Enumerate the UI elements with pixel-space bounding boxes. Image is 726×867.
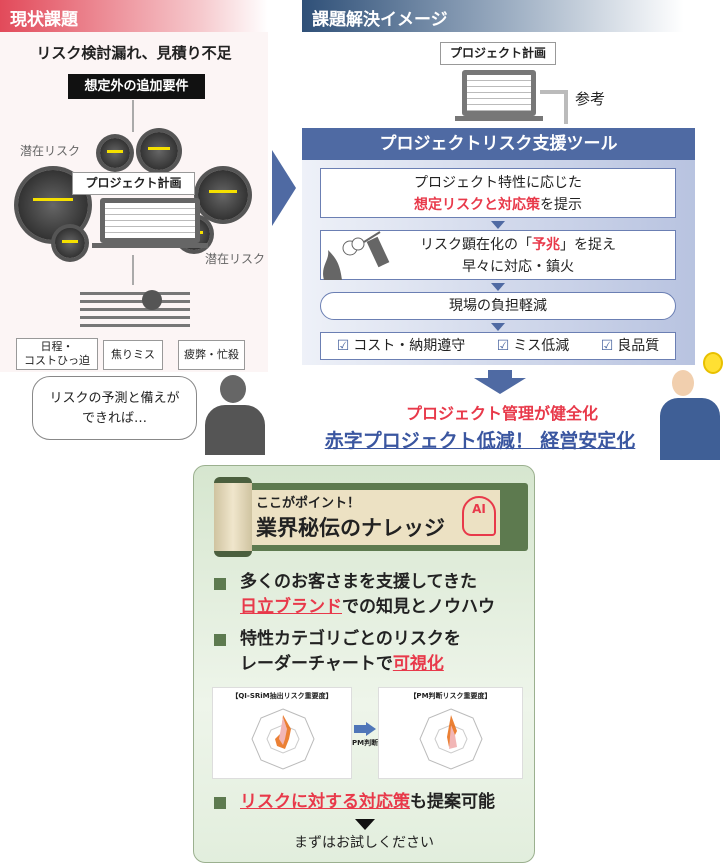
- arrow-down: [132, 100, 134, 132]
- radar-chart-pm: 【PM判断リスク重要度】: [378, 687, 523, 779]
- benefit-label: 良品質: [617, 338, 660, 354]
- benefit-label: コスト・納期遵守: [353, 338, 466, 354]
- scroll-paper: [240, 490, 500, 545]
- point-text: 多くのお客さまを支援してきた: [240, 572, 477, 592]
- worried-man-icon: [205, 405, 265, 455]
- arrow-down-icon: [491, 323, 505, 331]
- point-title: 業界秘伝のナレッジ: [256, 516, 445, 540]
- risk-monster-icon: [55, 228, 85, 258]
- speech-bubble: リスクの予測と備えができれば…: [32, 376, 197, 440]
- checkbox-icon: ☑: [336, 338, 350, 354]
- chart-title: 【PM判断リスク重要度】: [409, 692, 492, 700]
- bubble-line: できれば…: [81, 411, 147, 426]
- benefit-item: ☑コスト・納期遵守: [337, 333, 466, 359]
- ai-label: AI: [472, 502, 486, 516]
- confident-man-head-icon: [672, 370, 694, 396]
- point-text: レーダーチャートで: [240, 654, 393, 674]
- project-plan-label: プロジェクト計画: [72, 172, 195, 195]
- result-stable-business: 赤字プロジェクト低減！ 経営安定化: [324, 430, 636, 452]
- bubble-line: リスクの予測と備えが: [49, 391, 180, 406]
- step-highlight: 予兆: [532, 237, 560, 253]
- point-knowhow: 多くのお客さまを支援してきた日立ブランドでの知見とノウハウ: [240, 570, 495, 620]
- latent-risk-label: 潜在リスク: [205, 252, 266, 266]
- point-countermeasures: リスクに対する対応策も提案可能: [240, 790, 495, 815]
- point-text: 特性カテゴリごとのリスクを: [240, 629, 461, 649]
- confident-man-icon: [660, 398, 720, 460]
- point-subtitle: ここがポイント！: [256, 496, 361, 511]
- benefits-box: ☑コスト・納期遵守 ☑ミス低減 ☑良品質: [320, 332, 676, 360]
- try-it-cta: まずはお試しください: [294, 835, 434, 851]
- bullet-icon: [214, 634, 226, 646]
- reference-label: 参考: [575, 90, 606, 108]
- visualization-link: 可視化: [392, 654, 444, 674]
- bullet-icon: [214, 578, 226, 590]
- arrow-down-icon: [491, 221, 505, 229]
- step-highlight: 想定リスクと対応策: [414, 197, 540, 213]
- point-text: も提案可能: [410, 792, 495, 812]
- laptop-icon: [100, 198, 200, 243]
- result-healthy-management: プロジェクト管理が健全化: [405, 404, 598, 423]
- arrow-down-icon: [491, 283, 505, 291]
- point-visualization: 特性カテゴリごとのリスクをレーダーチャートで可視化: [240, 627, 461, 677]
- benefit-item: ☑良品質: [601, 333, 660, 359]
- project-plan-label: プロジェクト計画: [440, 42, 556, 65]
- step-text: リスク顕在化の「: [420, 237, 532, 253]
- worker-head-icon: [142, 290, 162, 310]
- worried-man-head-icon: [220, 375, 246, 403]
- benefit-item: ☑ミス低減: [497, 333, 570, 359]
- radar-chart-graphic: [251, 708, 315, 770]
- arrow-right-icon: [354, 722, 376, 736]
- risk-monster-icon: [140, 132, 178, 170]
- overworked-worker-icon: [80, 292, 190, 330]
- chevron-right-icon: [272, 150, 296, 226]
- ai-head-icon: AI: [462, 496, 496, 536]
- solution-header: 課題解決イメージ: [302, 0, 726, 32]
- scroll-roll: [214, 477, 252, 557]
- point-text: での知見とノウハウ: [342, 597, 495, 617]
- step-text: 」を捉え: [560, 237, 616, 253]
- arrow-down: [132, 255, 134, 285]
- hitachi-brand-link: 日立ブランド: [240, 597, 342, 617]
- effect-mistakes: 焦りミス: [103, 340, 163, 370]
- pm-judgment-label: PM判断: [352, 739, 379, 747]
- chart-title: 【QI-SRiM抽出リスク重要度】: [231, 692, 333, 700]
- radar-chart-graphic: [419, 708, 483, 770]
- big-arrow-down-icon: [474, 370, 526, 394]
- step-text: 早々に対応・鎮火: [462, 259, 574, 275]
- step-reduce-burden: 現場の負担軽減: [320, 292, 676, 320]
- benefit-label: ミス低減: [513, 338, 570, 354]
- laptop-base: [92, 243, 208, 248]
- laptop-icon: [462, 70, 536, 116]
- bullet-icon: [214, 797, 226, 809]
- tool-title: プロジェクトリスク支援ツール: [302, 128, 695, 160]
- checkbox-icon: ☑: [600, 338, 614, 354]
- latent-risk-label: 潜在リスク: [20, 144, 81, 158]
- laptop-base: [455, 116, 543, 121]
- step-text: プロジェクト特性に応じた: [414, 175, 582, 191]
- effect-schedule: 日程・ コストひっ迫: [16, 338, 98, 370]
- risk-monster-icon: [100, 138, 130, 168]
- step-text: を提示: [540, 197, 582, 213]
- step-present-risks: プロジェクト特性に応じた 想定リスクと対応策を提示: [320, 168, 676, 218]
- lightbulb-icon: [703, 352, 723, 374]
- unexpected-requirement-box: 想定外の追加要件: [68, 74, 205, 99]
- countermeasure-link: リスクに対する対応策: [240, 792, 410, 812]
- effect-fatigue: 疲弊・忙殺: [178, 340, 245, 370]
- current-issues-header: 現状課題: [0, 0, 268, 32]
- triangle-down-icon: [355, 819, 375, 830]
- checkbox-icon: ☑: [496, 338, 510, 354]
- fire-extinguisher-icon: [323, 231, 390, 280]
- reference-arrow: [540, 90, 568, 124]
- radar-chart-extracted: 【QI-SRiM抽出リスク重要度】: [212, 687, 352, 779]
- issue-title: リスク検討漏れ、見積り不足: [36, 44, 232, 62]
- risk-monster-icon: [198, 170, 248, 220]
